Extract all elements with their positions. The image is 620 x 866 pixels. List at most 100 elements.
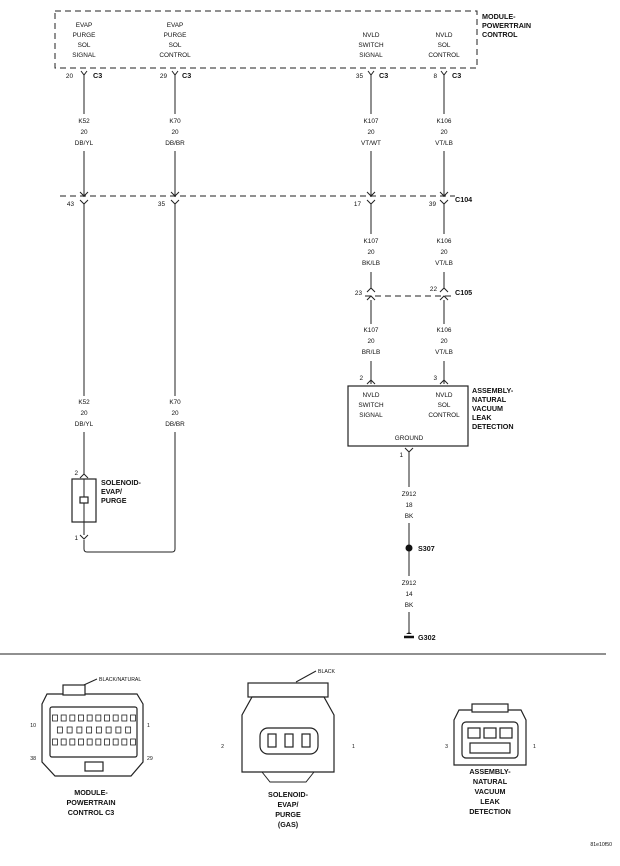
pin-label: 1 — [533, 744, 536, 750]
wire-label: 18 — [405, 502, 413, 509]
connector-cavity — [95, 726, 102, 734]
wire-label: VT/LB — [435, 349, 453, 356]
pcm-cavity-4: 8 — [433, 73, 437, 80]
pcm-pin1-name: EVAP — [76, 22, 93, 29]
wire-label: 20 — [80, 129, 88, 136]
wire-label: 20 — [440, 249, 448, 256]
nvld-title: ASSEMBLY- — [472, 386, 514, 395]
pcm-connector-4: C3 — [452, 71, 461, 80]
wire-label: BK — [405, 513, 414, 520]
pcm-pin4-name: NVLD — [435, 32, 452, 39]
terminal-icon — [467, 727, 481, 739]
c104-pin: 43 — [67, 201, 75, 208]
nvld-pin-name: CONTROL — [428, 412, 460, 419]
connector-cavity — [86, 738, 93, 746]
terminal-icon — [483, 727, 497, 739]
wire-label: 20 — [440, 129, 448, 136]
nvld-title: DETECTION — [472, 422, 514, 431]
wire-label: Z912 — [402, 580, 417, 587]
wire-label: 20 — [367, 249, 375, 256]
nvld-title: VACUUM — [472, 404, 503, 413]
wire-label: 20 — [440, 338, 448, 345]
connector-cavity — [78, 714, 84, 722]
c104-label: C104 — [455, 195, 472, 204]
connector-cavity — [121, 738, 128, 746]
connector-view-pcm-c3: BLACK/NATURAL 10 1 38 29 MODULE- POWERTR… — [30, 677, 153, 817]
splice-dot — [405, 544, 413, 552]
pcm-pin2-name: EVAP — [167, 22, 184, 29]
connector-cavity — [52, 714, 58, 722]
connector-view-title: VACUUM — [474, 787, 505, 796]
solenoid-evap-purge: 2 1 SOLENOID- EVAP/ PURGE — [71, 470, 142, 542]
pcm-cavity-1: 20 — [66, 73, 74, 80]
solenoid-title: SOLENOID- — [101, 478, 142, 487]
wire-label: K106 — [437, 238, 452, 245]
connector-view-title: (GAS) — [278, 820, 299, 829]
connector-cavity — [112, 714, 119, 722]
solenoid-title: PURGE — [101, 496, 127, 505]
pcm-c3-pin-grid — [52, 714, 136, 746]
connector-cavity — [104, 738, 110, 746]
pcm-title-1: MODULE- — [482, 12, 516, 21]
callout-label: BLACK/NATURAL — [99, 677, 141, 683]
pin-chevron — [80, 70, 88, 76]
nvld-pin-name: SIGNAL — [359, 412, 383, 419]
pcm-pin3-name: SWITCH — [358, 42, 384, 49]
wire-label: BK — [405, 602, 414, 609]
wire-label: Z912 — [402, 491, 417, 498]
pin-label: 29 — [147, 756, 153, 762]
connector-cavity — [105, 726, 112, 734]
connector-cavity — [95, 738, 102, 746]
solenoid-coil-icon — [79, 496, 89, 504]
figure-id: 81e10f50 — [590, 842, 612, 848]
pin-chevron — [440, 70, 448, 76]
connector-cavity — [95, 714, 102, 722]
connector-view-title: PURGE — [275, 810, 301, 819]
connector-cavity — [121, 714, 128, 722]
pcm-pin1-name: SOL — [78, 42, 91, 49]
pin-label: 3 — [445, 744, 448, 750]
wire-label: 14 — [405, 591, 413, 598]
wire-label: 20 — [367, 129, 375, 136]
pcm-pin2-name: SOL — [169, 42, 182, 49]
wire-label: K70 — [169, 399, 181, 406]
connector-view-title: MODULE- — [74, 788, 108, 797]
connector-cavity — [66, 726, 73, 734]
pcm-module: MODULE- POWERTRAIN CONTROL EVAP PURGE SO… — [54, 10, 531, 80]
pin-label: 38 — [30, 756, 36, 762]
connector-cavity — [115, 726, 122, 734]
wire-label: DB/YL — [75, 140, 94, 147]
wire-group-upper: K52 20 DB/YL K70 20 DB/BR K107 20 VT/WT … — [75, 70, 453, 197]
pcm-title-3: CONTROL — [482, 30, 518, 39]
nvld-pin-name: NVLD — [362, 392, 379, 399]
wire-label: K107 — [364, 238, 379, 245]
nvld-title: NATURAL — [472, 395, 507, 404]
wire-label: DB/YL — [75, 421, 94, 428]
c104-pin: 35 — [158, 201, 166, 208]
connector-view-title: DETECTION — [469, 807, 511, 816]
connector-view-title: SOLENOID- — [268, 790, 309, 799]
c105-pin: 23 — [355, 290, 363, 297]
pcm-pin3-name: NVLD — [362, 32, 379, 39]
pcm-title-2: POWERTRAIN — [482, 21, 531, 30]
nvld-ground-cavity: 1 — [399, 452, 403, 459]
pcm-connector-3: C3 — [379, 71, 388, 80]
pcm-pin2-name: CONTROL — [159, 52, 191, 59]
nvld-assembly: 2 3 NVLD SWITCH SIGNAL NVLD SOL CONTROL … — [347, 375, 514, 459]
connector-view-title: CONTROL C3 — [68, 808, 115, 817]
wire-label: VT/WT — [361, 140, 381, 147]
wire-label: VT/LB — [435, 260, 453, 267]
solenoid-pin-1: 1 — [74, 535, 78, 542]
connector-cavity — [69, 714, 76, 722]
wire-label: K52 — [78, 118, 90, 125]
connector-view-title: POWERTRAIN — [66, 798, 115, 807]
wire-group-left-lower: K52 20 DB/YL K70 20 DB/BR — [75, 204, 185, 553]
connector-cavity — [86, 714, 93, 722]
connector-cavity — [69, 738, 76, 746]
connector-c105: 23 22 C105 — [355, 286, 472, 301]
wire-label: 20 — [171, 129, 179, 136]
nvld-pin-name: NVLD — [435, 392, 452, 399]
nvld-pin-name: SOL — [438, 402, 451, 409]
wire-group-mid: K107 20 BK/LB K106 20 VT/LB — [362, 204, 453, 288]
